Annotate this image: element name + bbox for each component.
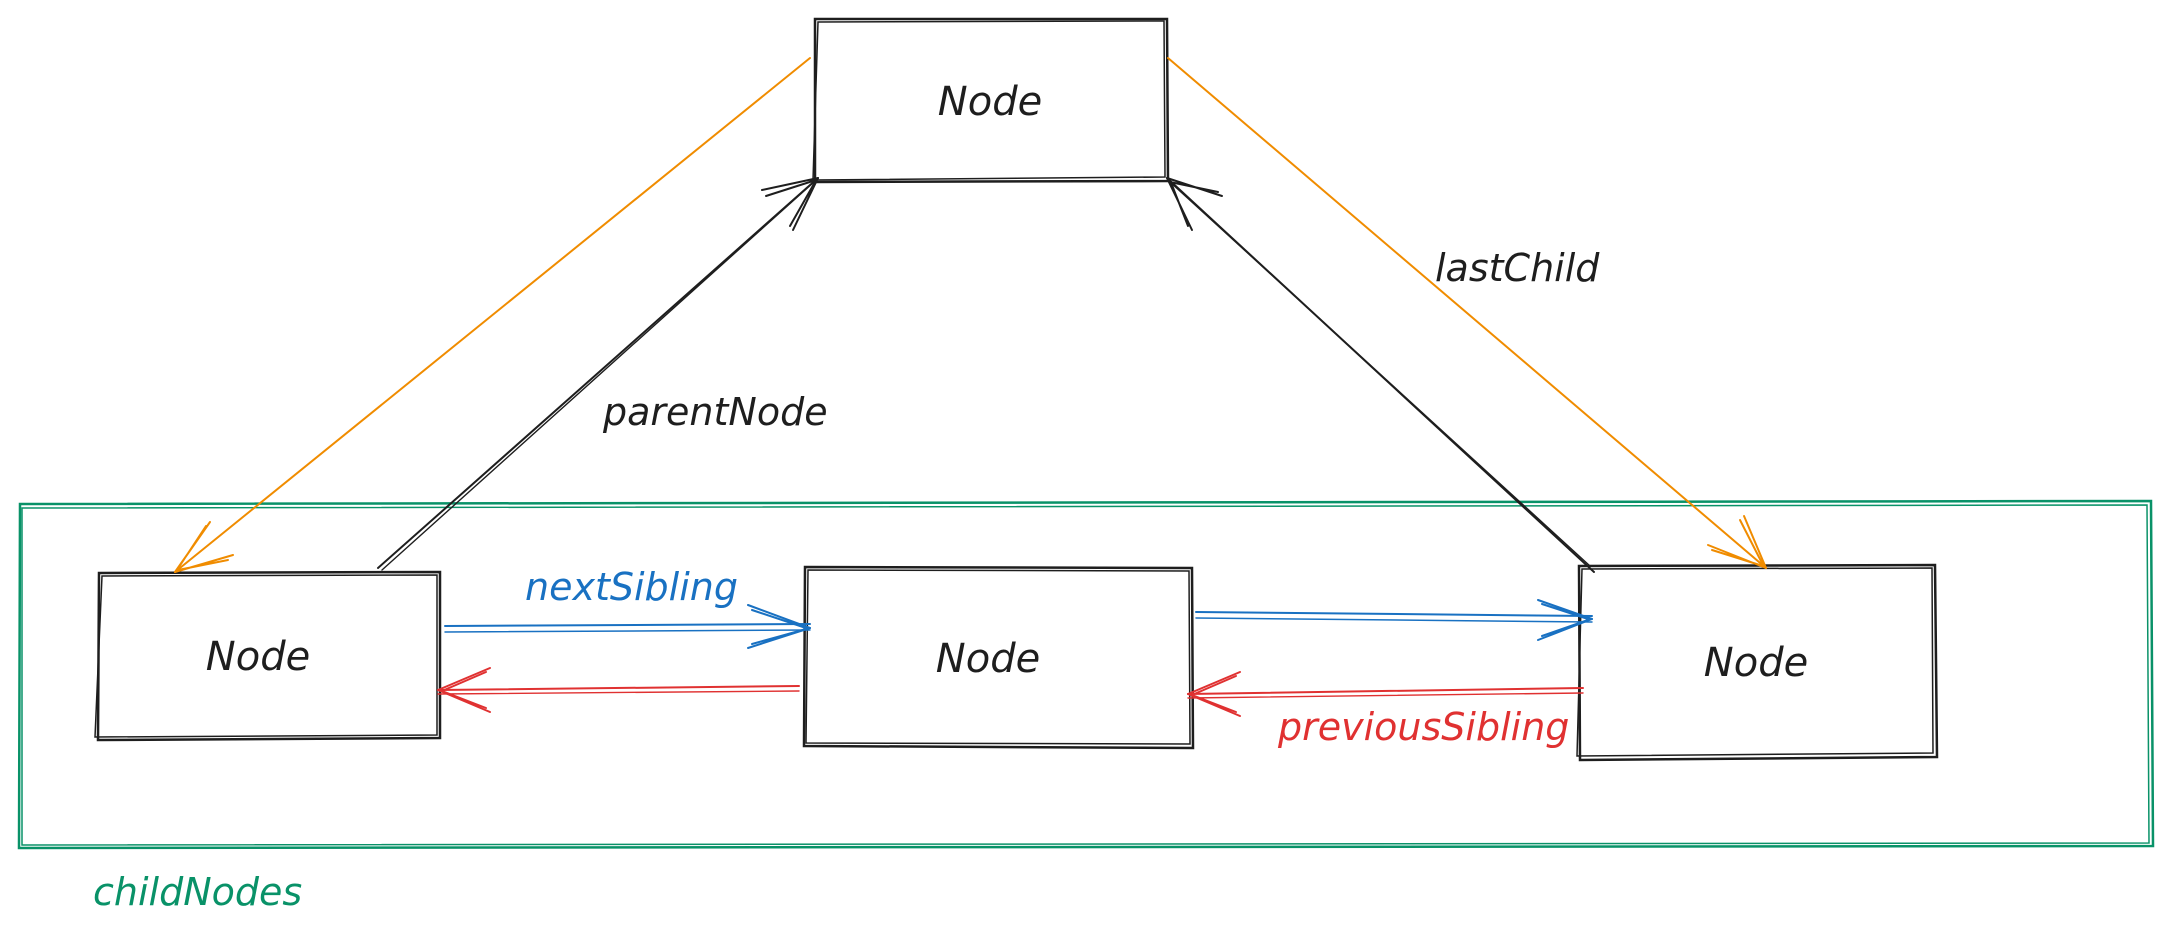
child-nodes-label: childNodes bbox=[93, 870, 302, 914]
previous-sibling-arrow-1 bbox=[437, 667, 800, 713]
middle-child-node-label: Node bbox=[936, 636, 1040, 682]
parent-node-arrow bbox=[377, 177, 819, 571]
next-sibling-arrow-2 bbox=[1195, 599, 1593, 641]
previous-sibling-label: previousSibling bbox=[1277, 705, 1569, 749]
first-child-node-box bbox=[94, 570, 442, 742]
first-child-arrow bbox=[174, 57, 811, 573]
last-child-arrow bbox=[1167, 57, 1767, 569]
parent-node-edge-label: parentNode bbox=[602, 390, 828, 434]
last-child-to-parent-arrow bbox=[1166, 177, 1595, 573]
next-sibling-label: nextSibling bbox=[525, 565, 738, 609]
previous-sibling-arrow-2 bbox=[1187, 671, 1584, 717]
parent-node-label: Node bbox=[938, 79, 1042, 125]
first-child-node-label: Node bbox=[206, 634, 310, 680]
next-sibling-arrow-1 bbox=[444, 604, 811, 649]
middle-child-node-box bbox=[802, 565, 1195, 750]
child-nodes-group bbox=[17, 499, 2155, 850]
last-child-edge-label: lastChild bbox=[1435, 246, 1600, 290]
last-child-node-label: Node bbox=[1704, 640, 1808, 686]
